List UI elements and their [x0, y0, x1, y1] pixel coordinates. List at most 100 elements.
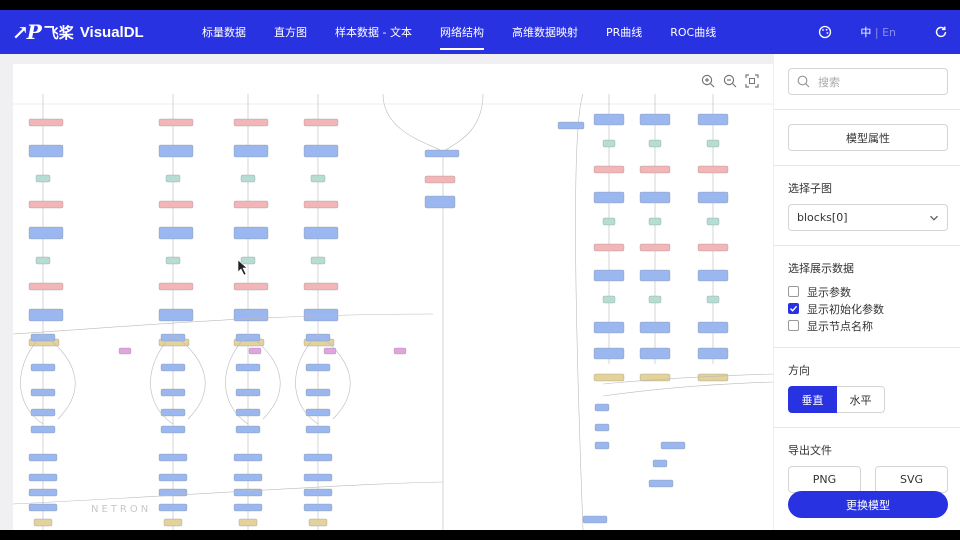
checkbox[interactable]: [788, 286, 799, 297]
search-icon: [797, 75, 810, 88]
check-label: 显示初始化参数: [807, 302, 884, 316]
nav-pr-curve[interactable]: PR曲线: [605, 26, 643, 39]
graph-node: [303, 503, 333, 512]
graph-node: [28, 308, 64, 322]
checkbox-checked[interactable]: [788, 303, 799, 314]
check-show-params[interactable]: 显示参数: [788, 284, 948, 299]
graph-node: [160, 425, 186, 434]
top-header: ↗P 飞桨 VisualDL 标量数据 直方图 样本数据 - 文本 网络结构 高…: [0, 10, 960, 54]
network-graph[interactable]: NETRON: [13, 64, 773, 530]
graph-node: [233, 488, 263, 497]
graph-edge: [13, 313, 434, 335]
graph-node: [593, 373, 625, 382]
change-model-button[interactable]: 更换模型: [788, 491, 948, 518]
graph-node: [28, 282, 64, 291]
zoom-out-icon[interactable]: [723, 74, 737, 88]
nav-roc-curve[interactable]: ROC曲线: [670, 26, 717, 39]
language-switch[interactable]: 中 | En: [860, 24, 896, 40]
graph-node: [233, 226, 269, 240]
lang-en[interactable]: En: [882, 26, 896, 39]
logo[interactable]: ↗P 飞桨 VisualDL: [12, 20, 162, 44]
mouse-cursor-icon: [237, 259, 248, 276]
graph-node: [593, 269, 625, 282]
nav-embeddings[interactable]: 高维数据映射: [511, 26, 578, 39]
check-show-init-params[interactable]: 显示初始化参数: [788, 301, 948, 316]
nav-histogram[interactable]: 直方图: [274, 26, 307, 39]
graph-canvas[interactable]: NETRON: [13, 64, 773, 530]
graph-node: [648, 217, 662, 226]
graph-node: [305, 388, 331, 397]
divider: [774, 165, 960, 166]
subgraph-title: 选择子图: [788, 182, 832, 195]
graph-node: [593, 165, 625, 174]
graph-node: [697, 269, 729, 282]
nav-scalar[interactable]: 标量数据: [202, 26, 246, 39]
graph-node: [639, 113, 671, 126]
graph-node: [28, 488, 58, 497]
graph-node: [158, 453, 188, 462]
graph-node: [158, 118, 194, 127]
check-show-node-names[interactable]: 显示节点名称: [788, 318, 948, 333]
graph-edge: [247, 333, 281, 420]
graph-node: [303, 453, 333, 462]
graph-node: [28, 453, 58, 462]
settings-sidebar: 搜索 模型属性 选择子图 blocks[0] 选择展示数据 显示参数 显示初始化…: [774, 54, 960, 530]
header-actions: 中 | En: [818, 24, 948, 40]
graph-node: [639, 321, 671, 334]
graph-node: [35, 256, 51, 265]
graph-node: [639, 191, 671, 204]
divider: [774, 109, 960, 110]
graph-node: [158, 200, 194, 209]
graph-node: [303, 200, 339, 209]
graph-node: [639, 243, 671, 252]
refresh-icon[interactable]: [934, 25, 948, 39]
fit-screen-icon[interactable]: [745, 74, 759, 88]
graph-node: [639, 269, 671, 282]
subgraph-value: blocks[0]: [797, 211, 848, 224]
graph-node: [697, 113, 729, 126]
graph-node: [652, 459, 668, 468]
graph-node: [594, 441, 610, 450]
graph-node: [30, 408, 56, 417]
netron-watermark: NETRON: [91, 504, 151, 515]
zoom-in-icon[interactable]: [701, 74, 715, 88]
graph-node: [248, 347, 262, 355]
graph-node: [602, 295, 616, 304]
graph-node: [706, 139, 720, 148]
chevron-down-icon: [930, 215, 938, 221]
graph-node: [424, 175, 456, 184]
checkbox[interactable]: [788, 320, 799, 331]
graph-edge: [13, 481, 444, 505]
graph-edge: [442, 93, 484, 153]
graph-node: [158, 473, 188, 482]
graph-node: [593, 347, 625, 360]
model-properties-button[interactable]: 模型属性: [788, 124, 948, 151]
nav-graph[interactable]: 网络结构: [426, 10, 498, 54]
subgraph-select[interactable]: blocks[0]: [788, 204, 948, 231]
export-svg-button[interactable]: SVG: [875, 466, 948, 493]
direction-horizontal-button[interactable]: 水平: [837, 386, 885, 413]
graph-node: [238, 518, 258, 527]
graph-node: [706, 295, 720, 304]
palette-icon[interactable]: [818, 25, 832, 39]
graph-node: [233, 118, 269, 127]
graph-node: [639, 165, 671, 174]
display-data-title: 选择展示数据: [788, 262, 854, 275]
divider: [774, 427, 960, 428]
export-png-button[interactable]: PNG: [788, 466, 861, 493]
nav-samples-text[interactable]: 样本数据 - 文本: [335, 26, 412, 39]
graph-node: [235, 333, 261, 342]
graph-node: [305, 425, 331, 434]
divider: [774, 347, 960, 348]
lang-zh[interactable]: 中: [860, 26, 872, 39]
graph-node: [660, 441, 686, 450]
graph-node: [424, 195, 456, 209]
search-input[interactable]: 搜索: [788, 68, 948, 95]
search-placeholder: 搜索: [818, 75, 840, 89]
graph-node: [303, 282, 339, 291]
graph-edge: [42, 333, 76, 420]
check-label: 显示参数: [807, 285, 851, 299]
direction-vertical-button[interactable]: 垂直: [788, 386, 837, 413]
graph-edge: [575, 93, 584, 530]
graph-node: [233, 200, 269, 209]
